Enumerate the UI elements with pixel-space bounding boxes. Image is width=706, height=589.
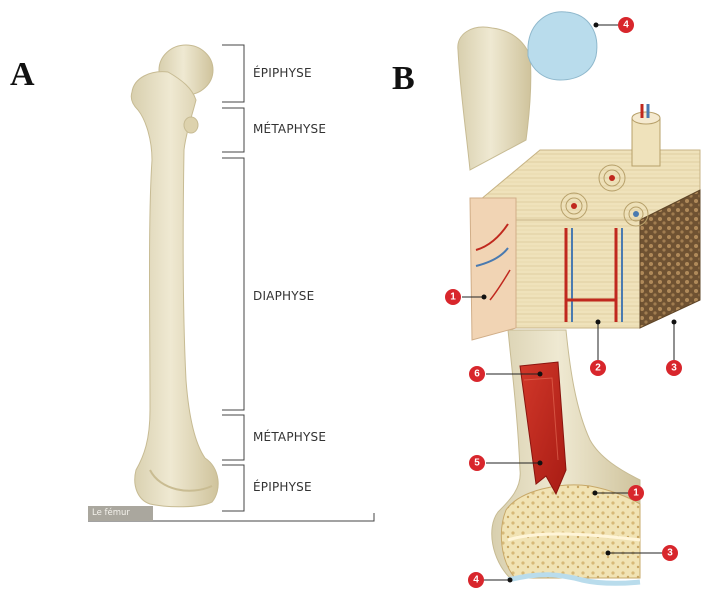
label-metaphyse-bottom: MÉTAPHYSE [253,430,326,444]
callout-4-top: 4 [618,17,634,33]
svg-text:2: 2 [595,363,601,374]
callout-1-periosteum: 1 [445,289,461,305]
callout-3-spongy: 3 [666,360,682,376]
svg-text:4: 4 [623,20,629,31]
label-epiphyse-bottom: ÉPIPHYSE [253,480,312,494]
callout-3-lower: 3 [662,545,678,561]
label-diaphyse: DIAPHYSE [253,289,314,303]
svg-text:5: 5 [474,458,480,469]
callout-6-marrow: 6 [469,366,485,382]
panel-letter-a: A [10,56,35,94]
femur-caption: Le fémur [88,506,153,521]
svg-text:4: 4 [473,575,479,586]
svg-text:6: 6 [474,369,480,380]
callout-2-compact: 2 [590,360,606,376]
femur-brackets [88,45,374,521]
callout-4-bottom: 4 [468,572,484,588]
callout-5-cavity: 5 [469,455,485,471]
svg-text:1: 1 [450,292,456,303]
label-epiphyse-top: ÉPIPHYSE [253,66,312,80]
label-metaphyse-top: MÉTAPHYSE [253,122,326,136]
femur-illustration [131,45,218,507]
callout-1-lower: 1 [628,485,644,501]
svg-text:3: 3 [671,363,677,374]
panel-letter-b: B [392,60,415,98]
svg-text:1: 1 [633,488,639,499]
svg-text:3: 3 [667,548,673,559]
